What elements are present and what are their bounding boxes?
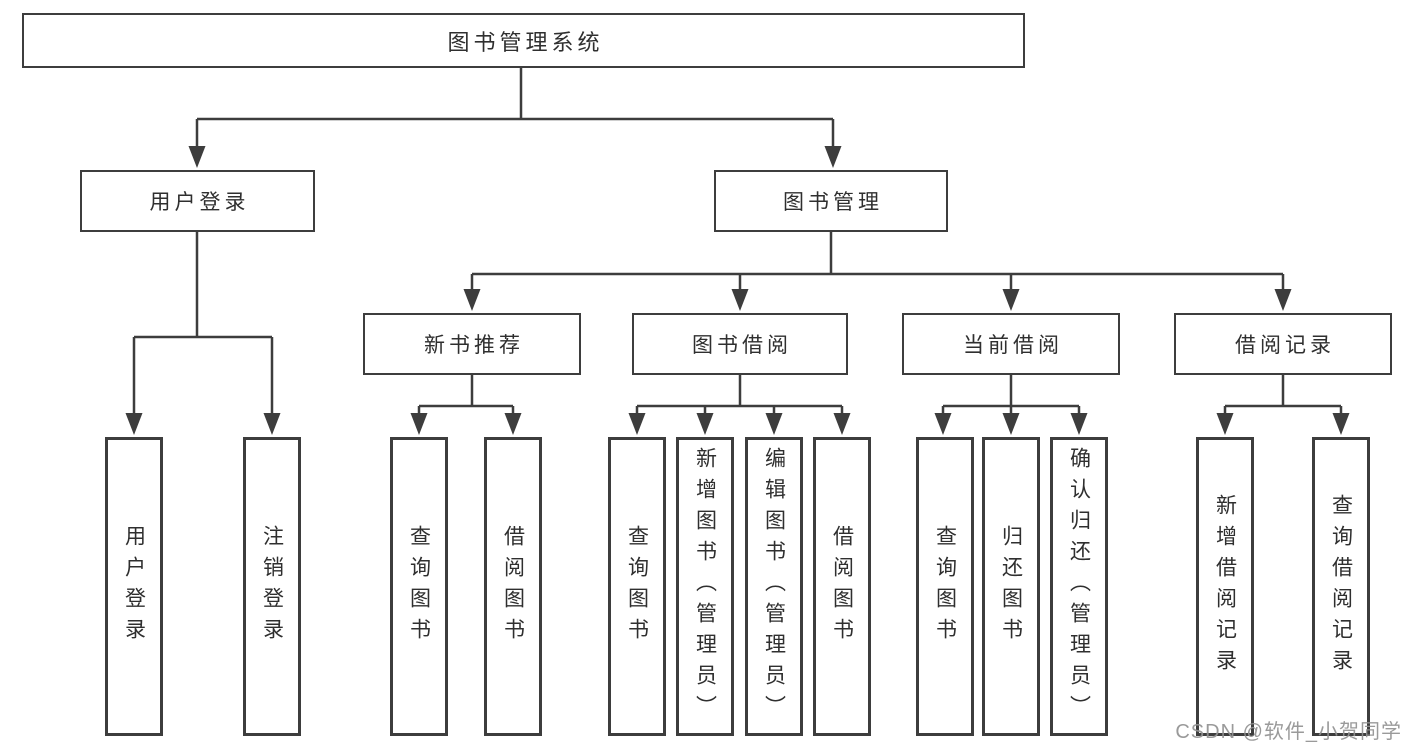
arrow-icon — [934, 413, 952, 435]
leaf-label: 新增借阅记录 — [1213, 493, 1237, 680]
leaf-label: 编辑图书（管理员） — [762, 447, 786, 726]
arrow-icon — [125, 413, 143, 435]
leaf-label: 归还图书 — [999, 524, 1023, 649]
node-label: 新书推荐 — [424, 334, 524, 357]
node-current-borrow: 当前借阅 — [902, 313, 1120, 375]
leaf-label: 查询借阅记录 — [1329, 493, 1353, 680]
leaf-return-books: 归还图书 — [982, 437, 1040, 736]
node-label: 图书借阅 — [692, 334, 792, 357]
arrow-icon — [628, 413, 646, 435]
leaf-label: 借阅图书 — [501, 524, 525, 649]
node-new-book-recommend: 新书推荐 — [363, 313, 581, 375]
node-root: 图书管理系统 — [22, 13, 1025, 68]
leaf-borrow-books: 借阅图书 — [813, 437, 871, 736]
connector-path — [132, 68, 1343, 414]
leaf-query-books-borrow: 查询图书 — [608, 437, 666, 736]
arrow-icon — [731, 289, 749, 311]
arrow-icon — [188, 146, 206, 168]
leaf-label: 用户登录 — [122, 524, 146, 649]
arrow-icon — [410, 413, 428, 435]
leaf-logout: 注销登录 — [243, 437, 301, 736]
node-label: 图书管理 — [783, 191, 883, 214]
arrow-icon — [833, 413, 851, 435]
node-user-login: 用户登录 — [80, 170, 315, 232]
arrow-icon — [824, 146, 842, 168]
leaf-label: 新增图书（管理员） — [693, 447, 717, 726]
leaf-add-book-admin: 新增图书（管理员） — [676, 437, 734, 736]
arrow-icon — [1274, 289, 1292, 311]
arrow-icon — [263, 413, 281, 435]
leaf-confirm-return-admin: 确认归还（管理员） — [1050, 437, 1108, 736]
arrow-icon — [1002, 289, 1020, 311]
node-label: 当前借阅 — [963, 334, 1063, 357]
leaf-edit-book-admin: 编辑图书（管理员） — [745, 437, 803, 736]
csdn-watermark: CSDN @软件_小贺同学 — [1175, 721, 1402, 743]
node-borrow-records: 借阅记录 — [1174, 313, 1392, 375]
leaf-query-borrow-record: 查询借阅记录 — [1312, 437, 1370, 736]
leaf-user-login: 用户登录 — [105, 437, 163, 736]
node-book-borrow: 图书借阅 — [632, 313, 848, 375]
arrow-icon — [1002, 413, 1020, 435]
leaf-query-books-recommend: 查询图书 — [390, 437, 448, 736]
arrow-icon — [1070, 413, 1088, 435]
leaf-borrow-books-recommend: 借阅图书 — [484, 437, 542, 736]
arrowheads — [125, 146, 1350, 435]
arrow-icon — [696, 413, 714, 435]
node-label: 图书管理系统 — [447, 29, 604, 55]
leaf-label: 查询图书 — [407, 524, 431, 649]
leaf-add-borrow-record: 新增借阅记录 — [1196, 437, 1254, 736]
node-label: 借阅记录 — [1235, 334, 1335, 357]
leaf-label: 查询图书 — [625, 524, 649, 649]
node-label: 用户登录 — [149, 191, 250, 214]
leaf-label: 注销登录 — [260, 524, 284, 649]
arrow-icon — [463, 289, 481, 311]
arrow-icon — [765, 413, 783, 435]
arrow-icon — [1332, 413, 1350, 435]
node-book-management: 图书管理 — [714, 170, 948, 232]
leaf-query-books-current: 查询图书 — [916, 437, 974, 736]
leaf-label: 查询图书 — [933, 524, 957, 649]
leaf-label: 确认归还（管理员） — [1067, 447, 1091, 726]
leaf-label: 借阅图书 — [830, 524, 854, 649]
arrow-icon — [1216, 413, 1234, 435]
arrow-icon — [504, 413, 522, 435]
